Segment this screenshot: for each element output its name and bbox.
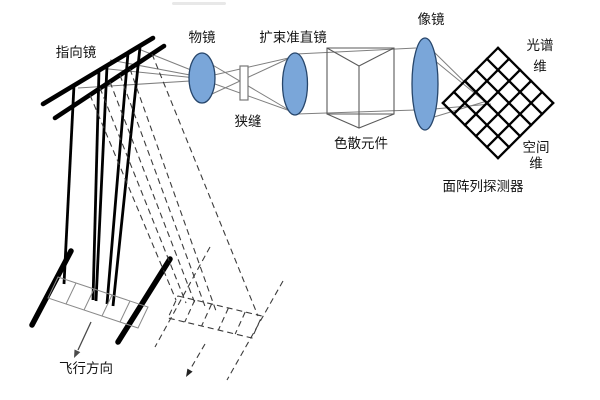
label-objective-lens: 物镜	[189, 30, 216, 46]
next-scan-arrow	[186, 343, 206, 377]
label-spatial-dimension-line2: 维	[529, 156, 543, 172]
swath-rail-left	[29, 248, 74, 328]
label-dispersive-element: 色散元件	[334, 135, 388, 152]
label-imaging-lens: 像镜	[418, 12, 445, 28]
flight-direction-arrow	[74, 321, 92, 358]
swath-rail-right	[115, 256, 173, 345]
imaging-lens-icon	[411, 37, 439, 131]
detector-grid-lines	[441, 46, 555, 160]
label-flight-direction: 飞行方向	[59, 361, 113, 377]
slit-icon	[239, 65, 249, 101]
next-scan-ray-fan	[89, 53, 259, 317]
next-swath-rail-right	[226, 280, 284, 381]
ground-strip-current	[47, 276, 149, 329]
ground-ray-bundle	[62, 46, 142, 307]
label-spectral-dimension-line1: 光谱	[527, 38, 554, 54]
next-swath-rail-left	[154, 246, 211, 348]
label-beam-expander-collimator: 扩束准直镜	[259, 30, 327, 46]
label-spatial-dimension-line1: 空间	[523, 140, 550, 156]
label-slit: 狭缝	[235, 114, 262, 130]
cropped-text-artifact	[172, 2, 226, 5]
ray-fan-mirror-to-objective	[77, 47, 207, 89]
label-area-array-detector: 面阵列探测器	[443, 179, 524, 195]
prism-icon	[326, 47, 395, 129]
collimator-lens-icon	[281, 52, 309, 116]
ground-strip-next	[167, 295, 263, 339]
ray-collimated-beam	[295, 47, 417, 115]
label-spectral-dimension-line2: 维	[533, 59, 547, 75]
objective-lens-icon	[188, 52, 216, 104]
label-pointing-mirror: 指向镜	[56, 45, 97, 61]
